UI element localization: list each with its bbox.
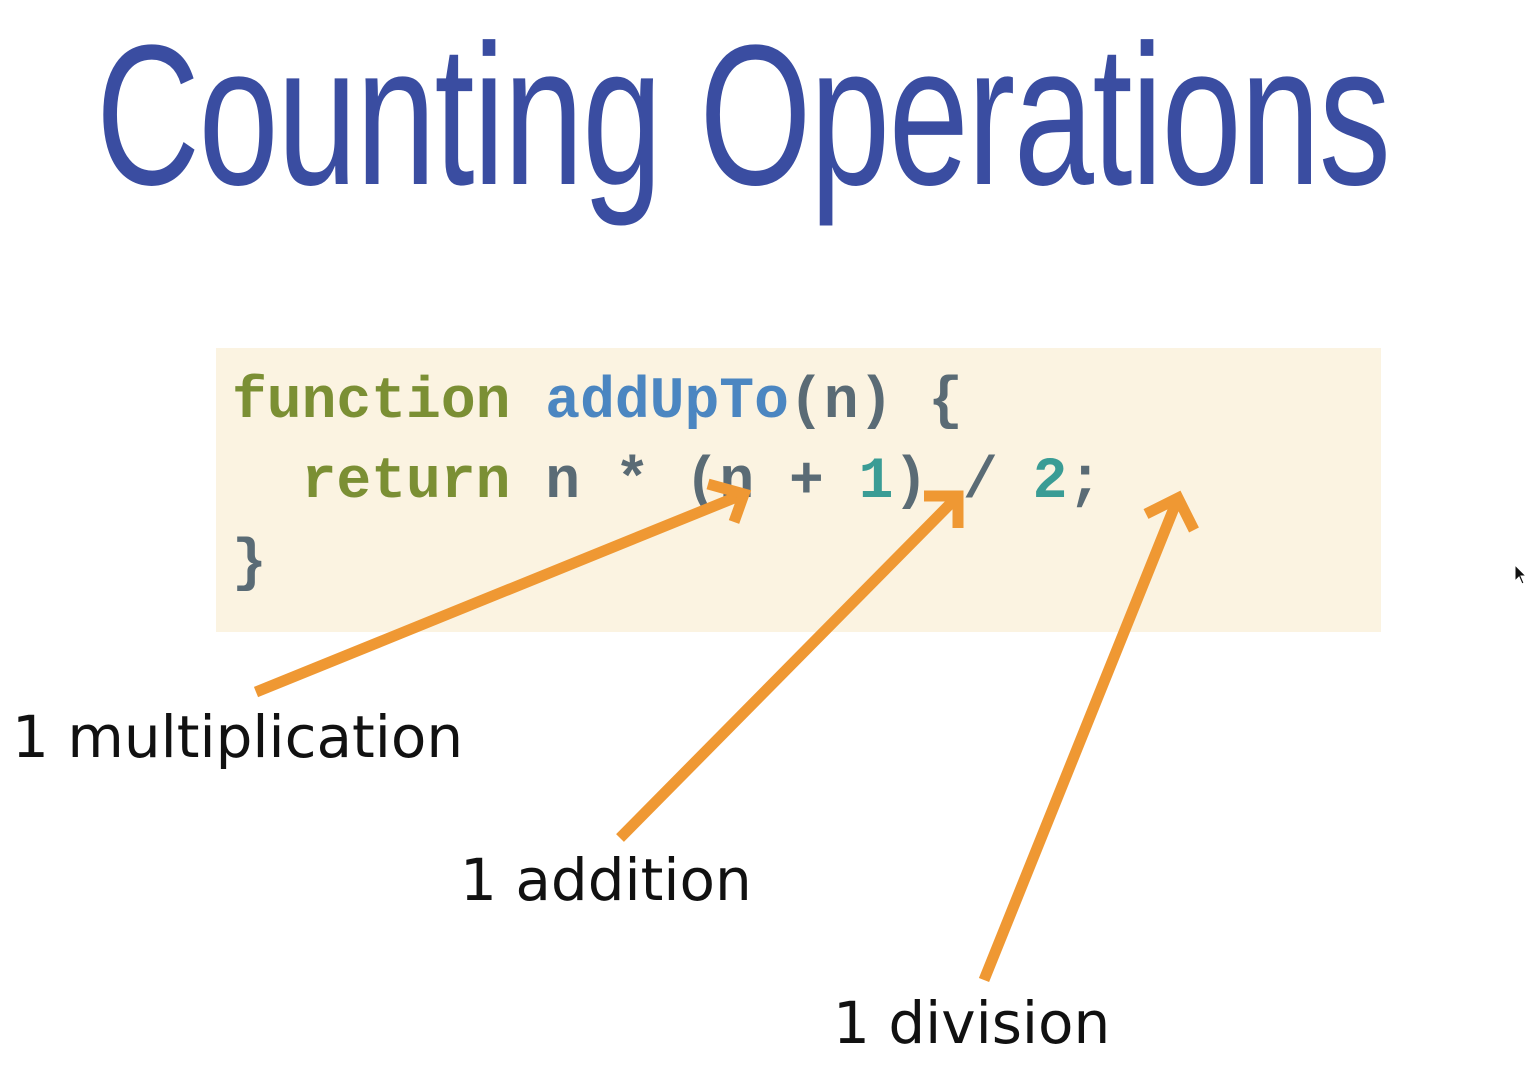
code-params: (n) [788,370,894,435]
code-keyword-function: function [232,370,511,435]
annotation-addition: 1 addition [460,846,752,914]
code-operator-divide: / [963,450,998,515]
code-line-2: return n * (n + 1) / 2; [232,448,1103,518]
code-var-n-inner: n [719,450,755,515]
code-semicolon: ; [1067,450,1103,515]
code-line-1: function addUpTo(n) { [232,368,963,438]
code-close-brace: } [232,532,267,597]
code-var-n: n [545,450,581,515]
code-operator-add: + [788,450,824,515]
code-paren-close: ) [893,450,929,515]
code-number-one: 1 [858,450,894,515]
code-paren-open: ( [684,450,720,515]
code-block: function addUpTo(n) { return n * (n + 1)… [216,348,1381,632]
annotation-multiplication: 1 multiplication [12,703,464,771]
annotation-division: 1 division [833,989,1111,1057]
code-number-two: 2 [1032,450,1068,515]
code-keyword-return: return [301,450,511,515]
code-function-name: addUpTo [545,370,789,435]
slide-title: Counting Operations [96,4,1391,227]
code-operator-multiply: * [614,450,650,515]
mouse-pointer-icon [1514,564,1528,585]
code-open-brace: { [928,370,963,435]
code-line-3: } [232,530,267,600]
